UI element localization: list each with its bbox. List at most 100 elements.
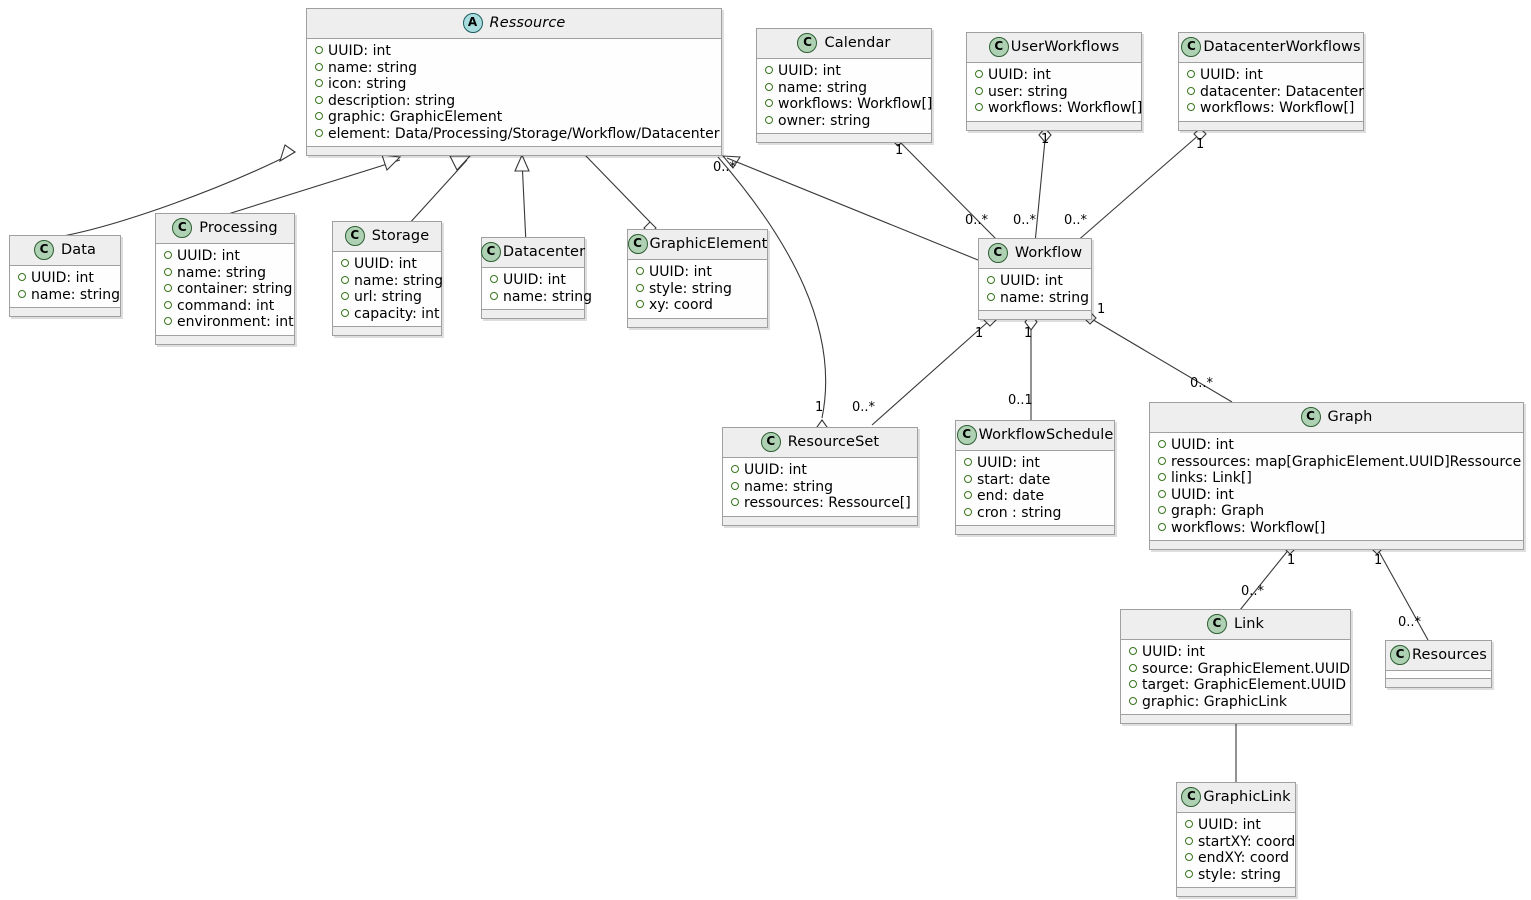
attribute-row: xy: coord [636, 297, 761, 314]
class-header-processing: C Processing [156, 214, 294, 244]
class-attributes-graphiclink: UUID: int startXY: coord endXY: coord st… [1177, 813, 1295, 887]
class-box-userworkflows[interactable]: C UserWorkflows UUID: int user: string w… [966, 32, 1142, 131]
attribute-row: UUID: int [315, 43, 715, 60]
edge-line-userworkflows-workflow [1034, 139, 1046, 244]
attribute-text: workflows: Workflow[] [778, 96, 933, 112]
class-box-datacenter[interactable]: C Datacenter UUID: int name: string [480, 237, 592, 319]
multiplicity-label-graph-link-star: 0..* [1241, 584, 1265, 599]
attribute-visibility-icon [315, 46, 323, 54]
attribute-row: name: string [490, 289, 592, 306]
class-footer-graph [1150, 540, 1523, 549]
class-icon: C [1181, 787, 1202, 807]
attribute-text: UUID: int [1171, 486, 1234, 503]
attribute-row: url: string [341, 289, 435, 306]
attribute-visibility-icon [315, 128, 323, 137]
multiplicity-label-resourceset-1: 1 [815, 400, 824, 415]
attribute-row: command: int [164, 298, 288, 315]
class-header-data: C Data [10, 236, 120, 266]
attribute-visibility-icon [636, 300, 644, 308]
attribute-row: UUID: int [765, 63, 925, 80]
attribute-text: cron : string [977, 504, 1062, 521]
class-box-link[interactable]: C Link UUID: int source: GraphicElement.… [1120, 609, 1351, 724]
attribute-row: style: string [636, 281, 761, 298]
class-header-link: C Link [1121, 610, 1350, 640]
class-attributes-workflow: UUID: int name: string [979, 269, 1091, 310]
attribute-text: element: Data/Processing/Storage/Workflo… [328, 125, 720, 142]
attribute-row: datacenter: Datacenter [1187, 84, 1364, 101]
attribute-visibility-icon [765, 115, 773, 124]
attribute-visibility-icon [964, 507, 972, 516]
class-icon: C [33, 240, 54, 260]
class-box-processing[interactable]: C Processing UUID: int name: string cont… [155, 213, 295, 345]
class-attributes-graphicelement: UUID: int style: string xy: coord [628, 260, 767, 318]
attribute-text: UUID: int [31, 270, 94, 286]
class-footer-storage [333, 326, 441, 335]
attribute-visibility-icon [636, 283, 644, 292]
class-box-workflowschedule[interactable]: C WorkflowSchedule UUID: int start: date… [955, 420, 1115, 535]
attribute-visibility-icon [731, 498, 739, 506]
class-box-resourceset[interactable]: C ResourceSet UUID: int name: string res… [722, 427, 918, 526]
attribute-text: UUID: int [1198, 817, 1261, 833]
attribute-visibility-icon [1158, 440, 1166, 448]
attribute-text: UUID: int [1200, 67, 1263, 83]
attribute-text: icon: string [328, 76, 407, 92]
attribute-row: icon: string [315, 76, 715, 93]
inheritance-arrow-datacenter [514, 153, 530, 172]
class-box-data[interactable]: C Data UUID: int name: string [9, 235, 121, 317]
class-header-graph: C Graph [1150, 403, 1523, 433]
attribute-text: start: date [977, 471, 1051, 488]
attribute-visibility-icon [1158, 473, 1166, 481]
inheritance-arrow-data [279, 144, 297, 163]
attribute-row: UUID: int [1187, 67, 1357, 84]
attribute-visibility-icon [765, 66, 773, 74]
attribute-text: UUID: int [649, 264, 712, 280]
class-attributes-graph: UUID: int ressources: map[GraphicElement… [1150, 433, 1523, 540]
class-icon: C [344, 226, 365, 246]
attribute-text: UUID: int [177, 248, 240, 264]
attribute-visibility-icon [1129, 663, 1137, 672]
class-box-resources[interactable]: C Resources [1385, 640, 1492, 688]
edge-line-graph-link [1239, 547, 1291, 611]
class-icon: C [988, 37, 1009, 57]
attribute-visibility-icon [987, 292, 995, 301]
class-name-workflowschedule: WorkflowSchedule [978, 427, 1114, 443]
attribute-row: description: string [315, 93, 715, 110]
attribute-text: source: GraphicElement.UUID [1142, 660, 1351, 677]
class-box-graphiclink[interactable]: C GraphicLink UUID: int startXY: coord e… [1176, 782, 1296, 897]
class-name-ressource: Ressource [489, 15, 566, 31]
class-name-calendar: Calendar [824, 35, 891, 51]
class-box-workflow[interactable]: C Workflow UUID: int name: string [978, 238, 1092, 320]
multiplicity-label-workflow-schedule-1: 1 [1024, 326, 1033, 341]
class-icon: C [1206, 614, 1227, 634]
attribute-visibility-icon [1129, 647, 1137, 655]
attribute-text: name: string [1000, 289, 1090, 306]
attribute-row: ressources: map[GraphicElement.UUID]Ress… [1158, 454, 1521, 471]
attribute-row: UUID: int [987, 273, 1085, 290]
class-box-storage[interactable]: C Storage UUID: int name: string url: st… [332, 221, 444, 336]
attribute-row: UUID: int [964, 455, 1108, 472]
multiplicity-label-workflow-resourceset-1: 1 [975, 326, 984, 341]
attribute-visibility-icon [341, 275, 349, 284]
class-box-calendar[interactable]: C Calendar UUID: int name: string workfl… [756, 28, 932, 143]
attribute-text: endXY: coord [1198, 850, 1290, 866]
attribute-text: name: string [354, 272, 444, 289]
class-box-graph[interactable]: C Graph UUID: int ressources: map[Graphi… [1149, 402, 1524, 550]
class-footer-workflowschedule [956, 525, 1114, 534]
class-header-storage: C Storage [333, 222, 441, 252]
class-attributes-datacenterworkflows: UUID: int datacenter: Datacenter workflo… [1179, 63, 1364, 121]
class-box-graphicelement[interactable]: C GraphicElement UUID: int style: string… [627, 229, 768, 328]
multiplicity-label-workflowschedule-01: 0..1 [1008, 393, 1033, 408]
attribute-visibility-icon [315, 79, 323, 87]
class-header-datacenterworkflows: C DatacenterWorkflows [1179, 33, 1363, 63]
class-header-userworkflows: C UserWorkflows [967, 33, 1141, 63]
attribute-text: links: Link[] [1171, 470, 1252, 486]
class-box-datacenterworkflows[interactable]: C DatacenterWorkflows UUID: int datacent… [1178, 32, 1364, 131]
attribute-visibility-icon [164, 284, 172, 292]
attribute-row: workflows: Workflow[] [975, 100, 1142, 117]
class-footer-resources [1386, 678, 1491, 687]
class-footer-processing [156, 334, 294, 344]
class-box-ressource[interactable]: A Ressource UUID: int name: string icon:… [306, 8, 722, 156]
multiplicity-label-graph-link-1: 1 [1287, 553, 1296, 568]
attribute-visibility-icon [1185, 853, 1193, 861]
